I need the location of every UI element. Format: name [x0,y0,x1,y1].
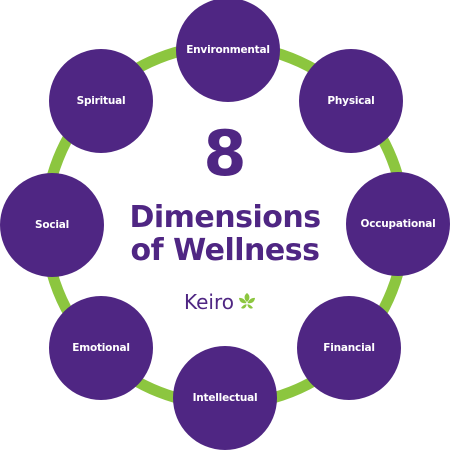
node-intellectual: Intellectual [173,346,277,450]
node-label-financial: Financial [323,342,375,354]
node-label-intellectual: Intellectual [192,392,258,404]
node-label-spiritual: Spiritual [76,95,126,107]
node-label-physical: Physical [327,95,375,107]
node-financial: Financial [297,296,401,400]
center-title: Dimensions of Wellness [0,201,450,267]
center-number: 8 [203,117,247,190]
node-physical: Physical [299,49,403,153]
keiro-flower-icon [239,293,255,309]
node-label-environmental: Environmental [186,44,270,56]
center-title-line1: Dimensions [129,200,321,235]
node-label-social: Social [34,219,70,231]
node-occupational: Occupational [346,172,450,276]
node-label-occupational: Occupational [360,218,436,230]
brand-name: Keiro [184,290,234,314]
brand: Keiro [184,290,258,314]
node-emotional: Emotional [49,296,153,400]
node-spiritual: Spiritual [49,49,153,153]
node-label-emotional: Emotional [72,342,130,354]
center-title-line2: of Wellness [130,233,320,268]
node-environmental: Environmental [176,0,280,102]
node-social: Social [0,173,104,277]
